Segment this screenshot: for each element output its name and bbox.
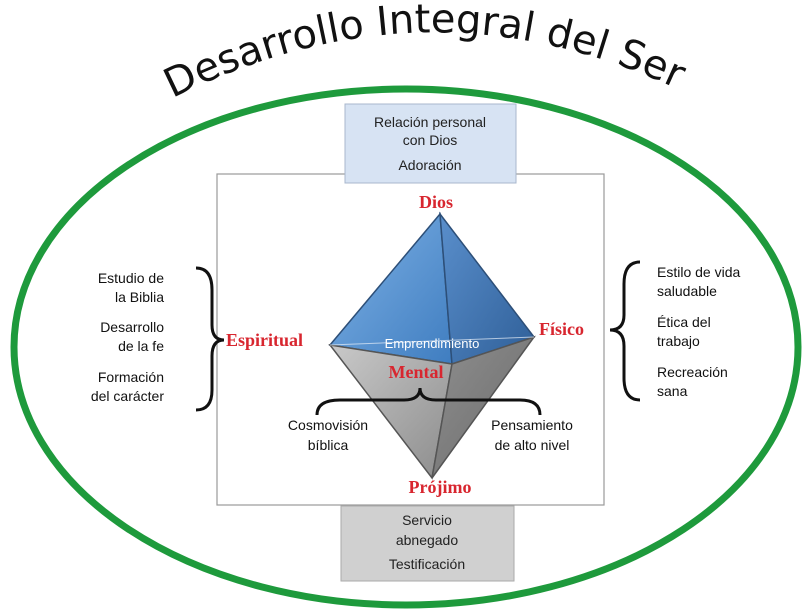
right-brace-icon bbox=[609, 260, 641, 402]
mental-note-right-1: Pensamiento bbox=[491, 417, 573, 433]
left-note-5: Formación bbox=[98, 369, 164, 385]
mental-note-left-1: Cosmovisión bbox=[288, 417, 368, 433]
right-note-3: Ética del bbox=[657, 314, 711, 330]
left-note-2: la Biblia bbox=[115, 289, 164, 305]
top-box-line-2: con Dios bbox=[403, 132, 457, 148]
vertex-top-label: Dios bbox=[419, 192, 453, 212]
right-note-4: trabajo bbox=[657, 333, 700, 349]
bottom-box-line-3: Testificación bbox=[389, 556, 465, 572]
left-note-6: del carácter bbox=[91, 388, 164, 404]
right-note-2: saludable bbox=[657, 283, 717, 299]
bottom-box-line-2: abnegado bbox=[396, 532, 459, 548]
mental-note-left-2: bíblica bbox=[308, 437, 349, 453]
left-note-3: Desarrollo bbox=[100, 319, 164, 335]
equator-line bbox=[329, 336, 535, 346]
mental-note-right-2: de alto nivel bbox=[495, 437, 570, 453]
mental-brace-icon bbox=[315, 387, 542, 416]
left-note-4: de la fe bbox=[118, 338, 164, 354]
vertex-bottom-label: Prójimo bbox=[409, 477, 472, 497]
center-band-label: Emprendimiento bbox=[385, 336, 480, 351]
left-note-1: Estudio de bbox=[98, 270, 164, 286]
vertex-center-label: Mental bbox=[389, 362, 444, 382]
top-box-line-1: Relación personal bbox=[374, 114, 486, 130]
bottom-box bbox=[340, 505, 515, 582]
right-note-1: Estilo de vida bbox=[657, 264, 740, 280]
bottom-box-line-1: Servicio bbox=[402, 512, 452, 528]
vertex-right-label: Físico bbox=[539, 319, 584, 339]
pyramid bbox=[328, 211, 536, 480]
outer-ellipse bbox=[10, 85, 802, 609]
top-box-line-3: Adoración bbox=[398, 157, 461, 173]
left-brace-icon bbox=[195, 266, 225, 412]
top-box bbox=[344, 103, 517, 184]
lower-right-face bbox=[431, 335, 536, 479]
right-note-5: Recreación bbox=[657, 364, 728, 380]
right-note-6: sana bbox=[657, 383, 688, 399]
vertex-left-label: Espiritual bbox=[226, 330, 303, 350]
